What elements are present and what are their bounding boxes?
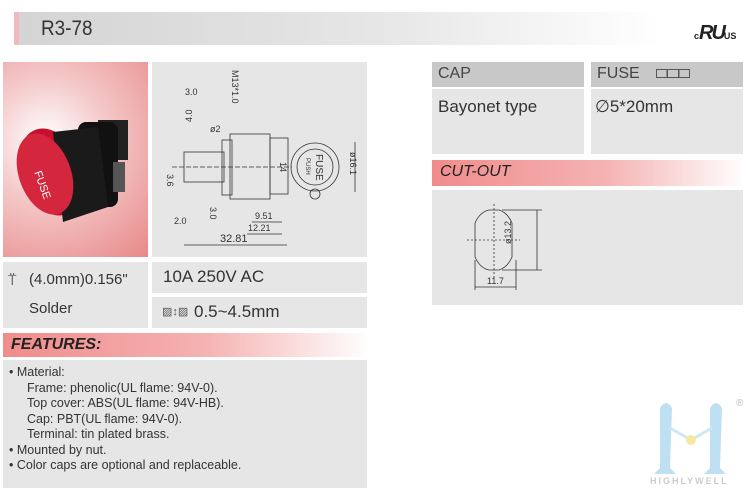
- feature-item: • Color caps are optional and replaceabl…: [9, 458, 242, 472]
- feature-item: Cap: PBT(UL flame: 94V-0).: [27, 411, 183, 426]
- dimension-drawing: M13*1.0 3.0 4.0 ø2 3.6 14 ø16.1 9.51 12.…: [152, 62, 367, 257]
- registered-mark: ®: [736, 398, 744, 409]
- cap-header: CAP: [432, 62, 584, 87]
- dim-label: 9.51: [255, 211, 273, 221]
- dim-label: 3.6: [165, 174, 175, 187]
- terminal-spec: ⍡ (4.0mm)0.156" Solder: [3, 262, 148, 328]
- fuse-icon: [656, 69, 691, 79]
- dim-label: ø16.1: [348, 152, 358, 175]
- cutout-drawing: ø13.2 11.7: [432, 190, 743, 305]
- features-list: • Material: Frame: phenolic(UL flame: 94…: [3, 360, 367, 488]
- fuse-header: FUSE: [591, 62, 743, 87]
- cutout-width-label: 11.7: [487, 276, 504, 286]
- fuse-holder-image: FUSE: [16, 120, 128, 222]
- title-bar: R3-78: [14, 12, 734, 45]
- terminal-icon: ⍡: [8, 272, 17, 288]
- terminal-type: Solder: [29, 300, 73, 317]
- product-photo: FUSE: [3, 62, 148, 257]
- dim-label: 3.0: [208, 207, 218, 220]
- dim-label: 3.0: [185, 87, 198, 97]
- dim-label: 12.21: [248, 223, 271, 233]
- rating: 10A 250V AC: [152, 262, 367, 293]
- panel-thickness-icon: ▨↕▨: [162, 306, 189, 318]
- panel-thickness-value: 0.5~4.5mm: [194, 302, 280, 321]
- panel-thickness: ▨↕▨ 0.5~4.5mm: [152, 297, 367, 328]
- terminal-size: (4.0mm)0.156": [29, 271, 128, 288]
- cutout-header: CUT-OUT: [432, 160, 746, 186]
- feature-item: Frame: phenolic(UL flame: 94V-0).: [27, 380, 218, 395]
- feature-item: • Mounted by nut.: [9, 442, 107, 457]
- features-header: FEATURES:: [3, 333, 370, 357]
- cap-value: Bayonet type: [432, 89, 584, 154]
- cutout-height-label: ø13.2: [503, 221, 513, 244]
- dim-label: 14: [278, 162, 288, 172]
- highlywell-logo: ® HIGHLYWELL: [648, 398, 748, 488]
- diameter-icon: ∅: [595, 97, 610, 116]
- dim-label: 32.81: [220, 233, 248, 245]
- fuse-value-cell: ∅5*20mm: [591, 89, 743, 154]
- feature-item: • Material:: [9, 365, 65, 379]
- feature-item: Terminal: tin plated brass.: [27, 427, 170, 441]
- dim-label: 2.0: [174, 216, 187, 226]
- dim-label: ø2: [210, 124, 221, 134]
- dim-label: FUSE: [313, 154, 324, 181]
- fuse-header-label: FUSE: [597, 65, 640, 82]
- dim-label: M13*1.0: [230, 70, 240, 104]
- fuse-value: 5*20mm: [609, 97, 674, 116]
- product-title: R3-78: [41, 17, 93, 40]
- feature-item: Top cover: ABS(UL flame: 94V-HB).: [27, 396, 224, 410]
- brand-name: HIGHLYWELL: [650, 476, 729, 486]
- cul-us-logo: cRUUS: [694, 22, 737, 44]
- dim-label: 4.0: [184, 109, 194, 122]
- dim-label: PUSH: [304, 158, 310, 175]
